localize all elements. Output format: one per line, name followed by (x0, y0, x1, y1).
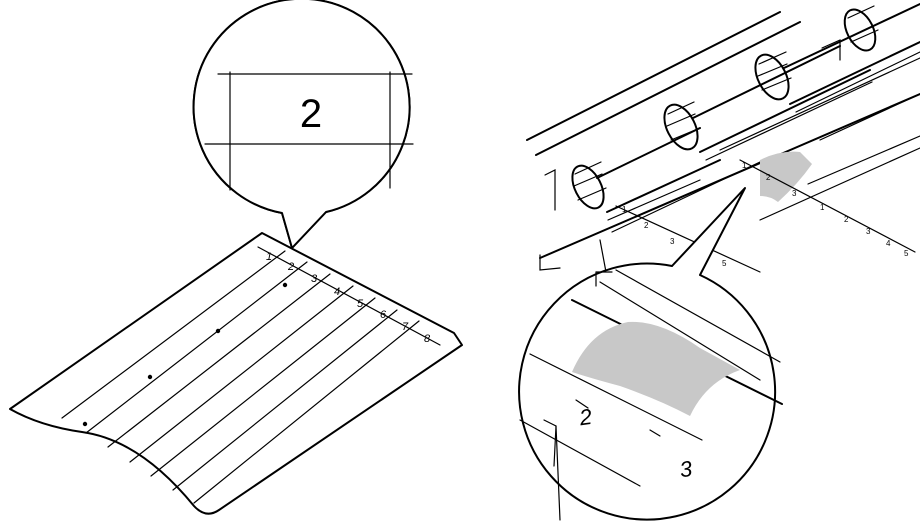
drum-scale-number: 5 (722, 259, 727, 268)
column-number: 1 (266, 251, 272, 263)
page-outline (9, 232, 463, 515)
dot-mark (215, 328, 221, 334)
drum-scale-numbers: 1 2 3 4 5 1 2 3 1 2 3 4 5 (622, 161, 909, 268)
drum-roller (611, 45, 873, 233)
column-number: 6 (380, 309, 387, 321)
drum-print-defect-mark (760, 151, 812, 202)
column-number: 5 (357, 298, 364, 310)
column-number: 7 (402, 321, 409, 333)
callout-column-number: 2 (300, 92, 322, 136)
column-number: 4 (334, 286, 340, 298)
page-dots (82, 282, 288, 427)
dot-mark (82, 421, 88, 427)
callout-grid (204, 71, 414, 191)
callout-scale-number: 2 (577, 404, 594, 431)
column-number: 8 (424, 333, 431, 345)
column-number: 2 (287, 261, 294, 273)
page-column-lines (61, 250, 420, 504)
callout-bubble-outline (518, 187, 777, 521)
drum-unit: 1 2 3 4 5 1 2 3 1 2 3 4 5 (526, 3, 920, 273)
drum-scale-number: 2 (844, 215, 849, 224)
drum-scale-number: 2 (766, 173, 771, 182)
drum-roller (821, 5, 879, 61)
left-zoom-callout: 2 (192, 0, 414, 249)
drum-scale-number: 1 (820, 203, 825, 212)
page-header-line (257, 246, 441, 346)
dot-mark (282, 282, 288, 288)
drum-roller (719, 3, 920, 151)
drum-scale-number: 3 (670, 237, 675, 246)
drum-scale-number: 5 (904, 249, 909, 258)
drum-scale-number: 2 (644, 221, 649, 230)
drum-scale-number: 1 (742, 161, 747, 170)
drum-roller (571, 127, 721, 221)
page-column-numbers: 1 2 3 4 5 6 7 8 (266, 251, 431, 345)
column-number: 3 (311, 273, 318, 285)
callout-scale-number: 3 (678, 456, 694, 483)
printed-page: 1 2 3 4 5 6 7 8 (9, 232, 463, 515)
dot-mark (147, 374, 153, 380)
callout-defect-mark (572, 321, 740, 416)
drum-scale-number: 3 (866, 227, 871, 236)
drum-scale-number: 3 (792, 189, 797, 198)
drum-scale-number: 4 (886, 239, 891, 248)
right-zoom-callout: 2 3 (518, 187, 783, 521)
